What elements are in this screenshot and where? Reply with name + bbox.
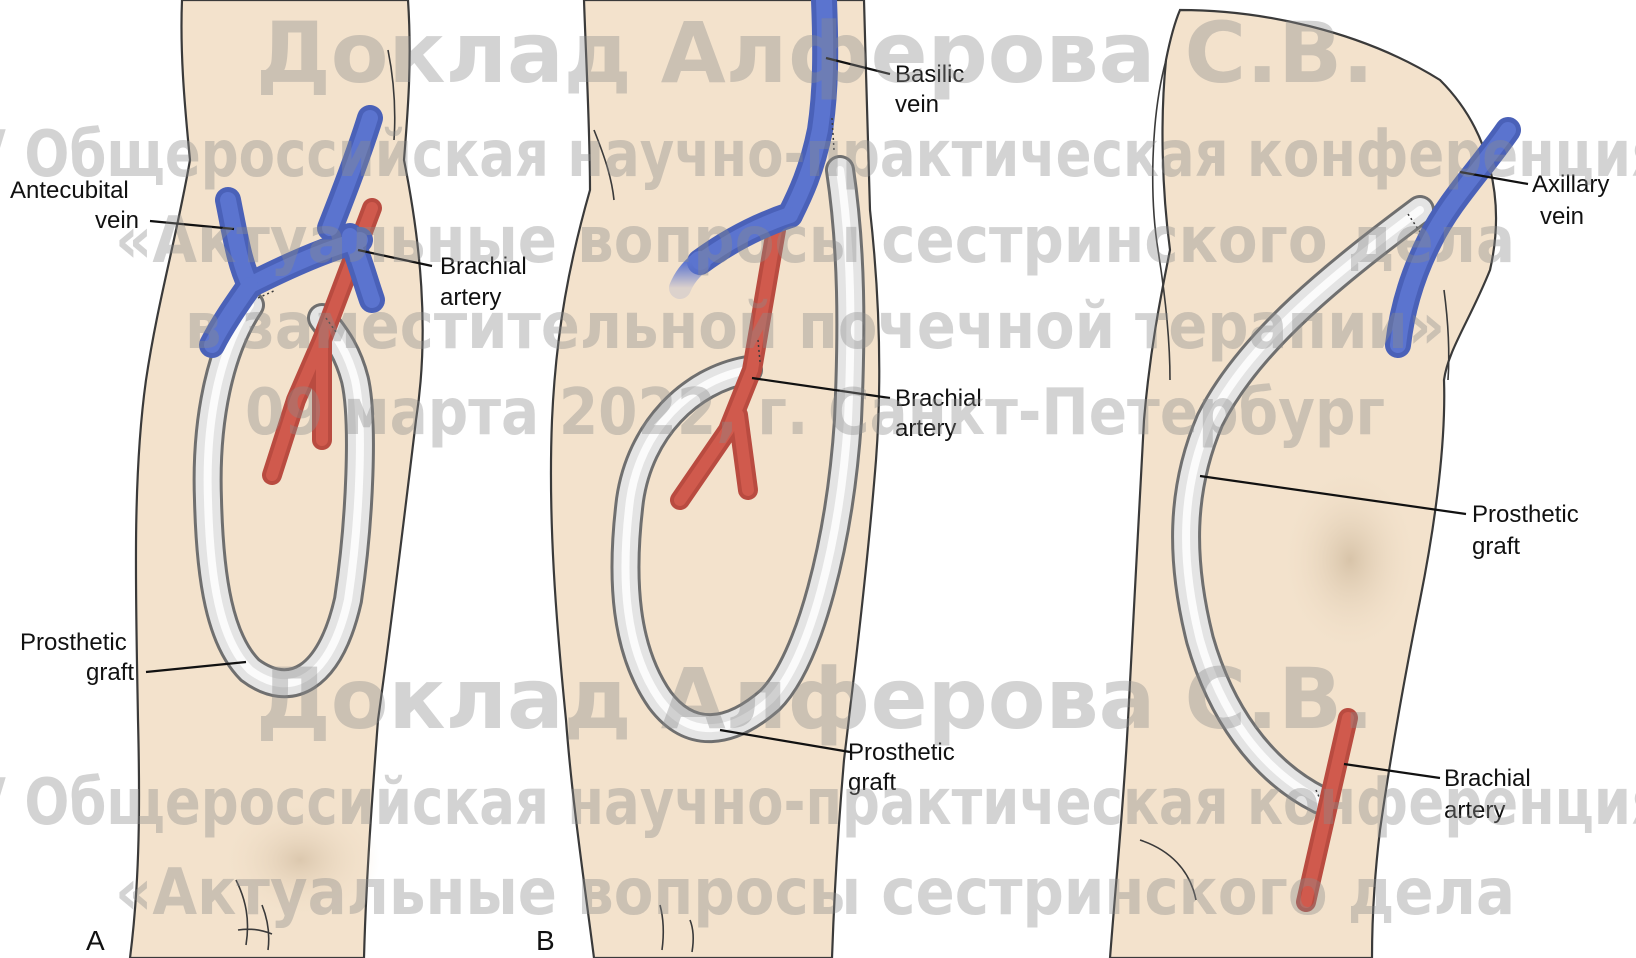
label-axillary-vein-line2: vein [1540, 203, 1584, 230]
watermark-line-7: V Общероссийская научно-практическая кон… [0, 766, 1636, 840]
label-prosthetic-graft-c-line2: graft [1472, 533, 1520, 560]
watermark-line-4: в заместительной почечной терапии» [185, 290, 1445, 364]
watermark-line-2: V Общероссийская научно-практическая кон… [0, 118, 1636, 192]
label-prosthetic-graft-c-line1: Prosthetic [1472, 501, 1579, 528]
watermark-line-5: 09 марта 2022, г. Санкт-Петербург [245, 376, 1385, 450]
watermark-line-6: Доклад Алферова С.В. [256, 650, 1374, 748]
panel-letter-a: A [86, 925, 105, 956]
watermark-line-8: «Актуальные вопросы сестринского дела [115, 856, 1515, 930]
watermark-line-1: Доклад Алферова С.В. [256, 4, 1374, 102]
arm-c-shading [1280, 465, 1420, 655]
label-prosthetic-graft-a-line1: Prosthetic [20, 629, 127, 656]
label-prosthetic-graft-a-line2: graft [86, 659, 134, 686]
watermark-line-3: «Актуальные вопросы сестринского дела [115, 204, 1515, 278]
